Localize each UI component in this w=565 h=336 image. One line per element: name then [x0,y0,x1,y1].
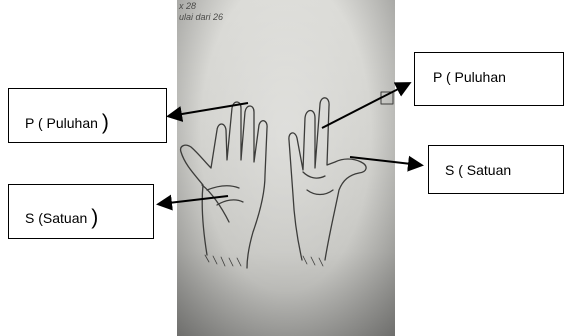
label-satuan-left-paren: ) [91,207,98,228]
label-satuan-right-text: S ( Satuan [445,162,511,178]
arrow-right-top [322,84,408,128]
label-satuan-right: S ( Satuan [428,145,564,194]
label-puluhan-right-text: P ( Puluhan [433,69,506,85]
label-satuan-left-text: S (Satuan [25,210,87,226]
arrow-right-bottom [350,157,420,165]
arrow-left-top [170,103,248,116]
label-puluhan-left: P ( Puluhan ) [8,88,167,143]
label-satuan-left: S (Satuan ) [8,184,154,239]
arrow-left-bottom [160,196,228,204]
label-puluhan-right: P ( Puluhan [414,52,564,106]
label-puluhan-left-paren: ) [102,112,109,133]
label-puluhan-left-text: P ( Puluhan [25,115,98,131]
